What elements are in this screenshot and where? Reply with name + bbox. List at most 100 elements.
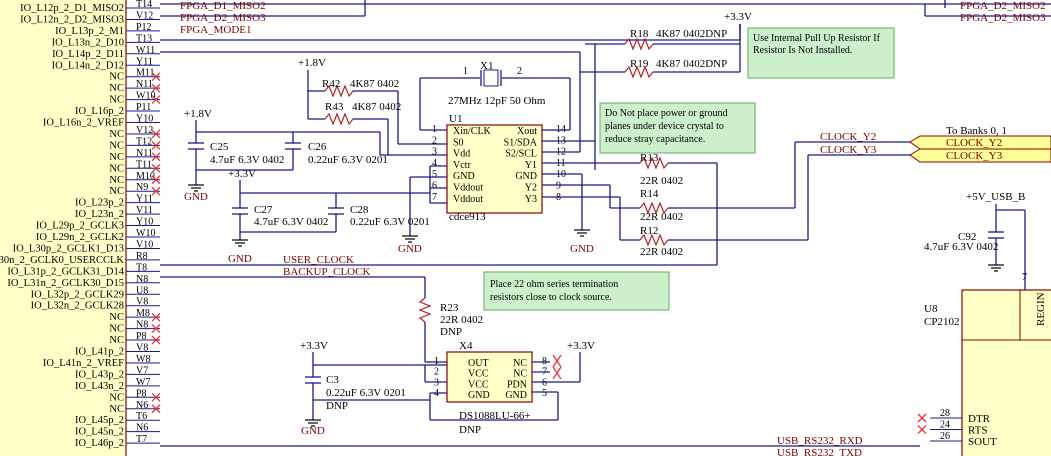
no-connect-icon (151, 324, 161, 334)
fpga-pin-number: T7 (136, 434, 147, 445)
fpga-pin-number: V7 (136, 365, 148, 376)
u8-pin-name: SOUT (968, 436, 997, 448)
x4-chip (446, 351, 533, 403)
fpga-pin-number: M10 (136, 171, 155, 182)
fpga-pin-label: IO_L14n_2_D12 (52, 60, 124, 71)
fpga-pin-label: NC (109, 175, 124, 186)
fpga-pin-number: N9 (136, 182, 148, 193)
pullup-note-line-2: Resistor Is Not Installed. (753, 45, 852, 56)
u8-regin-pin: 7 (1022, 272, 1027, 283)
fpga-pin-label: NC (109, 163, 124, 174)
fpga-pin-number: W10 (136, 228, 155, 239)
fpga-pin-number: Y10 (136, 114, 153, 125)
u1-pin-number: 4 (432, 158, 437, 169)
u1-pin-name: GND (515, 171, 537, 182)
net-user-clock: USER_CLOCK (283, 254, 354, 266)
no-connect-icon (151, 95, 161, 105)
fpga-pin-number: M11 (136, 68, 155, 79)
u8-chip (961, 289, 1051, 456)
c27-gnd-label: GND (228, 253, 252, 265)
fpga-pin-label: IO_L29n_2_GCLK2 (36, 232, 124, 243)
fpga-pin-number: N6 (136, 423, 148, 434)
offpage-right-0: FPGA_D2_MISO3 (960, 12, 1046, 24)
u1-pin-number: 10 (556, 169, 566, 180)
fpga-pin-number: V8 (136, 297, 148, 308)
c92-ref: C92 (958, 231, 976, 243)
u1-gnd-right-label: GND (570, 243, 594, 255)
x1-ref: X1 (480, 60, 493, 72)
offpage-clock-y3-label: CLOCK_Y3 (946, 150, 1003, 162)
x4-ref: X4 (459, 340, 473, 352)
r18-power-label: +3.3V (724, 11, 752, 23)
c25-power-label: +1.8V (184, 108, 212, 120)
u1-pin-name: S2/SCL (505, 149, 537, 160)
fpga-pin-label: IO_L31p_2_GCLK31_D14 (7, 266, 124, 277)
fpga-pin-label: IO_L46p_2 (75, 438, 124, 449)
u1-chip (446, 124, 543, 214)
r43-value: 4K87 0402 (352, 101, 401, 113)
r19-ref: R19 (630, 58, 649, 70)
u1-pin-number: 7 (432, 192, 437, 203)
u8-pin-number: 24 (940, 420, 950, 431)
fpga-pin-number: P12 (136, 22, 152, 33)
fpga-pin-number: W7 (136, 377, 150, 388)
crystal-note-line-1: Do Not place power or ground (605, 108, 727, 119)
fpga-pin-label: IO_L23p_2 (75, 198, 124, 209)
pullup-note-line-1: Use Internal Pull Up Resistor If (753, 33, 881, 44)
fpga-pin-label: IO_L13n_2_D10 (52, 37, 124, 48)
fpga-pin-label: IO_L45p_2 (75, 415, 124, 426)
fpga-pin-label: IO_L31n_2_GCLK30_D15 (7, 278, 124, 289)
fpga-pin-label: NC (109, 83, 124, 94)
fpga-pin-label: IO_L16p_2 (75, 106, 124, 117)
x4-pin-number: 3 (434, 377, 439, 388)
r42-ref: R42 (322, 78, 340, 90)
r42-power-label: +1.8V (298, 57, 326, 69)
fpga-pin-number: W8 (136, 354, 150, 365)
fpga-pin-number: N11 (136, 148, 153, 159)
u8-pin-name: RTS (968, 425, 988, 437)
c3-value: 0.22uF 6.3V 0201 (326, 387, 406, 399)
fpga-pin-label: IO_L23n_2 (75, 209, 124, 220)
no-connect-icon (917, 425, 927, 434)
fpga-pin-label: IO_L32p_2_GCLK29 (31, 289, 124, 300)
r42-value: 4K87 0402 (350, 78, 399, 90)
x4-pin-name: VCC (468, 379, 489, 390)
fpga-pin-number: R8 (136, 251, 148, 262)
fpga-pin-label: IO_L12n_2_D2_MISO3 (20, 14, 124, 25)
x4-pin-number: 1 (434, 356, 439, 367)
net-backup-clock: BACKUP_CLOCK (283, 266, 370, 278)
fpga-pin-label: IO_L41p_2 (75, 347, 124, 358)
r18-ref: R18 (630, 28, 649, 40)
crystal-note-line-3: reduce stray capacitance. (605, 134, 705, 145)
fpga-pin-number: N6 (136, 400, 148, 411)
c3-gnd-label: GND (301, 425, 325, 437)
fpga-pin-label: NC (109, 324, 124, 335)
c92-power-label: +5V_USB_B (966, 191, 1025, 203)
fpga-pin-number: T13 (136, 33, 152, 44)
r19-value: 4K87 0402DNP (656, 58, 727, 70)
series-note-line-1: Place 22 ohm series termination (490, 279, 618, 290)
fpga-pin-label: IO_L43n_2 (75, 381, 124, 392)
fpga-bank-symbol (0, 0, 127, 456)
fpga-pin-number: P8 (136, 331, 147, 342)
u8-pin-name: DTR (968, 413, 991, 425)
no-connect-icon (151, 163, 161, 173)
crystal-note (599, 102, 756, 154)
fpga-pin-label: NC (109, 152, 124, 163)
r14-value: 22R 0402 (640, 211, 683, 223)
x4-pin-name: OUT (468, 358, 489, 369)
u1-part: cdce913 (449, 211, 486, 223)
fpga-pin-number: N11 (136, 79, 153, 90)
r43-ref: R43 (325, 101, 344, 113)
u1-pin-number: 3 (432, 147, 437, 158)
x4-pdn-power-label: +3.3V (567, 340, 595, 352)
c28-ref: C28 (350, 204, 369, 216)
u1-pin-name: Xout (517, 126, 537, 137)
fpga-pin-label: IO_L13p_2_M1 (55, 26, 124, 37)
r12-ref: R12 (640, 225, 658, 237)
u8-part: CP2102 (924, 316, 959, 328)
c28-value: 0.22uF 6.3V 0201 (350, 216, 430, 228)
fpga-pin-label: NC (109, 95, 124, 106)
no-connect-icon (151, 392, 161, 402)
pullup-note (747, 27, 895, 79)
